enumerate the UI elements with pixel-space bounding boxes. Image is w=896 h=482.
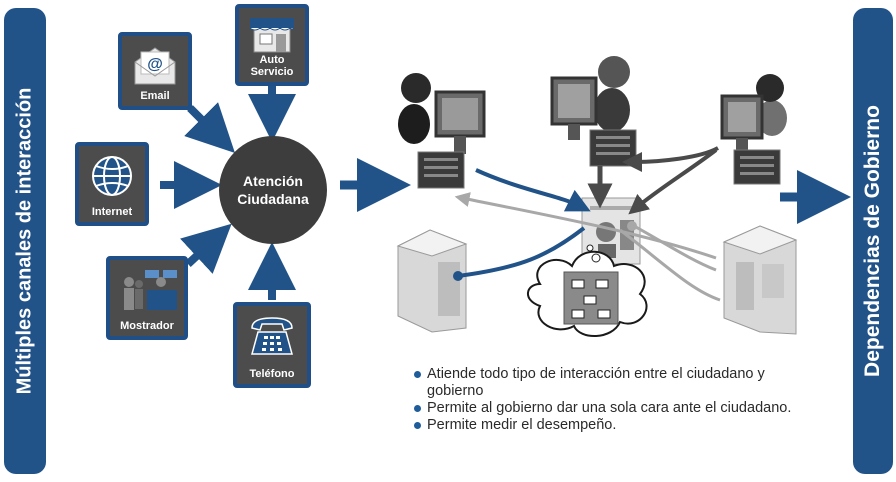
- connector-left-server: [457, 226, 586, 278]
- connector-return: [454, 192, 717, 260]
- left-banner: Múltiples canales de interacción: [4, 8, 46, 474]
- storefront-icon: [249, 18, 295, 53]
- agent-workstation-3: [720, 74, 787, 185]
- svg-text:@: @: [147, 56, 163, 73]
- left-server: [396, 229, 468, 333]
- agent-workstation-2: [550, 56, 637, 167]
- connector-agent3-agent2: [622, 146, 719, 172]
- right-banner: Dependencias de Gobierno: [853, 8, 893, 474]
- right-server: [722, 225, 798, 335]
- channel-internet-label: Internet: [91, 206, 133, 218]
- benefit-item: Atiende todo tipo de interacción entre e…: [413, 366, 807, 400]
- benefits-list: Atiende todo tipo de interacción entre e…: [413, 366, 807, 434]
- channel-mostrador-label: Mostrador: [120, 320, 174, 332]
- hub-atencion-ciudadana: Atención Ciudadana: [219, 136, 327, 244]
- agent-workstation-1: [398, 73, 486, 189]
- channel-telefono-label: Teléfono: [249, 368, 295, 380]
- email-arrow: [184, 102, 235, 153]
- connector-agent1-central: [475, 168, 591, 212]
- channel-internet: Internet: [75, 142, 149, 226]
- channel-email: @ Email: [118, 32, 192, 110]
- telephone-icon: [251, 317, 293, 355]
- globe-icon: [92, 156, 132, 196]
- connector-cloud-right: [619, 228, 721, 302]
- connector-agent3-central: [628, 148, 718, 215]
- hub-label: Atención Ciudadana: [237, 173, 309, 207]
- network-illustration: [396, 56, 798, 338]
- benefit-item: Permite al gobierno dar una sola cara an…: [413, 400, 807, 417]
- mostrador-arrow: [180, 223, 232, 274]
- benefit-item: Permite medir el desempeño.: [413, 417, 807, 434]
- channel-mostrador: Mostrador: [106, 256, 188, 340]
- channel-autoservicio: Auto Servicio: [235, 4, 309, 86]
- process-cloud: [527, 244, 648, 338]
- envelope-icon: @: [134, 47, 176, 85]
- channel-email-label: Email: [140, 90, 170, 102]
- channel-telefono: Teléfono: [233, 302, 311, 388]
- counter-icon: [124, 270, 177, 310]
- connector-right-server: [633, 224, 717, 272]
- channel-autoservicio-label: Auto Servicio: [250, 54, 294, 78]
